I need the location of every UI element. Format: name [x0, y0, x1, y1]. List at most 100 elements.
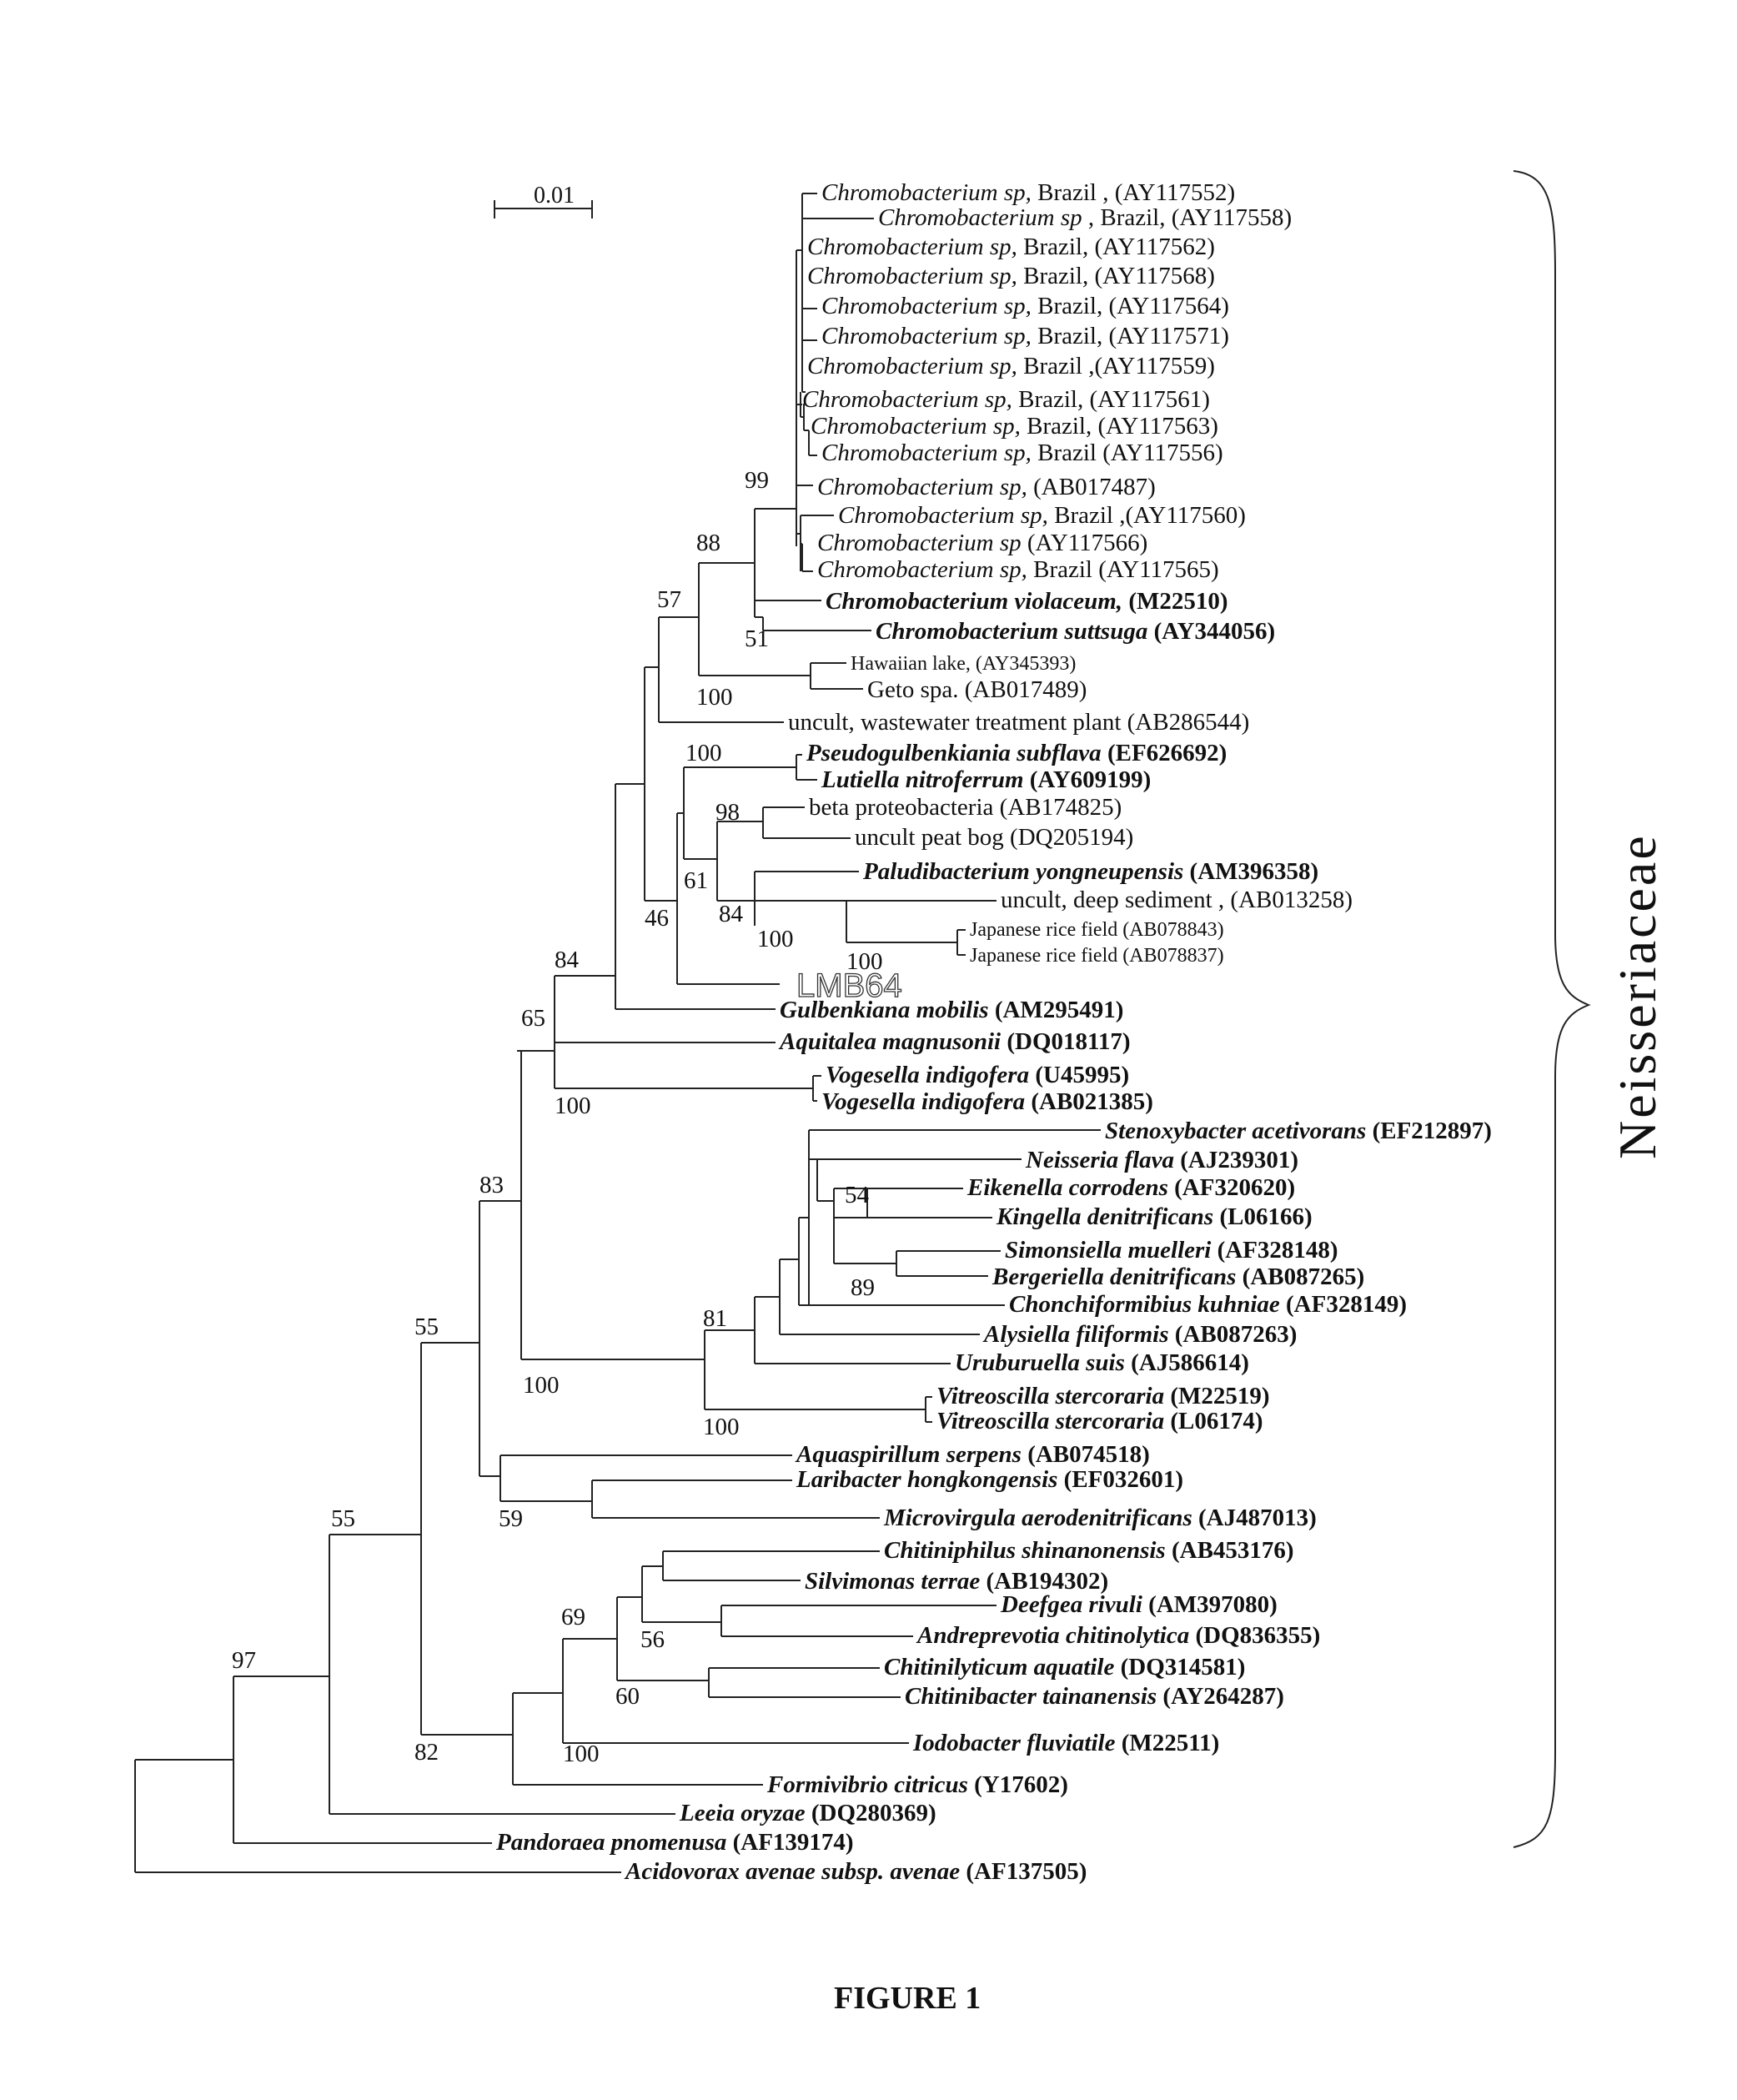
taxon-species-name: Vitreoscilla stercoraria — [936, 1383, 1170, 1409]
taxon-label: Leeia oryzae (DQ280369) — [679, 1800, 936, 1826]
taxon-label: Acidovorax avenae subsp. avenae (AF13750… — [624, 1858, 1087, 1885]
taxon-species-name: Silvimonas terrae — [805, 1568, 986, 1595]
taxon-label: Chromobacterium sp, Brazil, (AY117562) — [807, 234, 1215, 260]
taxon-label: Chromobacterium sp, Brazil ,(AY117560) — [838, 502, 1246, 529]
taxon-accession: uncult, deep sediment , (AB013258) — [1001, 887, 1353, 913]
bootstrap-label: 65 — [521, 1005, 545, 1032]
taxon-species-name: Laribacter hongkongensis — [796, 1466, 1064, 1493]
taxon-accession: Brazil, (AY117563) — [1027, 413, 1218, 440]
taxon-species-name: Aquaspirillum serpens — [795, 1441, 1027, 1468]
taxon-species-name: Pandoraea pnomenusa — [495, 1829, 733, 1856]
taxon-label: Chromobacterium sp, Brazil ,(AY117559) — [807, 353, 1215, 379]
bootstrap-label: 89 — [851, 1274, 875, 1301]
taxon-species-name: Chromobacterium sp, — [807, 263, 1023, 289]
taxon-species-name: Chromobacterium sp, — [817, 556, 1033, 583]
taxon-species-name: Chromobacterium sp, — [821, 293, 1037, 319]
taxon-accession: Brazil, (AY117564) — [1037, 293, 1229, 319]
taxon-accession: (U45995) — [1035, 1062, 1129, 1088]
bootstrap-label: 83 — [479, 1172, 504, 1198]
taxon-label: Chromobacterium sp, Brazil, (AY117563) — [811, 413, 1218, 440]
taxon-accession: Geto spa. (AB017489) — [867, 676, 1087, 703]
taxon-label: Chitinibacter tainanensis (AY264287) — [905, 1683, 1284, 1710]
taxon-label: Vogesella indigofera (U45995) — [826, 1062, 1129, 1088]
taxon-accession: beta proteobacteria (AB174825) — [809, 794, 1122, 821]
taxon-label: beta proteobacteria (AB174825) — [809, 794, 1122, 821]
taxon-accession: Japanese rice field (AB078837) — [970, 945, 1224, 967]
lmb64-label: LMB64 — [796, 967, 902, 1004]
bootstrap-label: 99 — [745, 467, 769, 494]
taxon-label: Eikenella corrodens (AF320620) — [966, 1174, 1295, 1201]
taxon-accession: (AF137505) — [966, 1858, 1087, 1885]
bootstrap-label: 97 — [232, 1647, 256, 1674]
taxon-accession: (AJ586614) — [1131, 1349, 1249, 1376]
taxon-label: Formivibrio citricus (Y17602) — [766, 1771, 1068, 1798]
taxon-species-name: Uruburuella suis — [955, 1349, 1131, 1376]
taxon-species-name: Aquitalea magnusonii — [778, 1028, 1007, 1055]
taxon-species-name: Chromobacterium sp — [878, 204, 1088, 231]
taxon-accession: (Y17602) — [974, 1771, 1068, 1798]
taxon-species-name: Microvirgula aerodenitrificans — [883, 1505, 1198, 1531]
taxon-accession: (M22510) — [1128, 588, 1227, 615]
taxon-species-name: Chromobacterium sp, — [821, 323, 1037, 349]
taxon-species-name: Chromobacterium sp, — [817, 474, 1033, 500]
taxon-accession: (AJ239301) — [1180, 1147, 1298, 1173]
family-label: Neisseriaceae — [1608, 833, 1667, 1159]
taxon-label: Pandoraea pnomenusa (AF139174) — [495, 1829, 854, 1856]
taxon-accession: Brazil ,(AY117559) — [1023, 353, 1215, 379]
taxon-species-name: Leeia oryzae — [679, 1800, 811, 1826]
taxon-label: Chromobacterium sp, Brazil , (AY117552) — [821, 179, 1235, 206]
taxon-label: Simonsiella muelleri (AF328148) — [1005, 1237, 1338, 1264]
taxon-label: Chromobacterium sp, (AB017487) — [817, 474, 1156, 500]
taxon-species-name: Vogesella indigofera — [821, 1088, 1031, 1115]
taxon-label: Chitiniphilus shinanonensis (AB453176) — [884, 1537, 1294, 1564]
taxon-label: Vitreoscilla stercoraria (L06174) — [936, 1408, 1263, 1434]
taxon-label: Japanese rice field (AB078843) — [970, 919, 1224, 941]
taxon-label: Andreprevotia chitinolytica (DQ836355) — [916, 1622, 1320, 1649]
taxon-label: Chonchiformibius kuhniae (AF328149) — [1009, 1291, 1407, 1318]
family-brace — [1514, 171, 1589, 1847]
taxon-label: Vogesella indigofera (AB021385) — [821, 1088, 1153, 1115]
bootstrap-label: 100 — [563, 1741, 600, 1767]
taxon-accession: (AF139174) — [733, 1829, 854, 1856]
taxon-species-name: Pseudogulbenkiania subflava — [806, 740, 1107, 766]
taxon-species-name: Chromobacterium suttsuga — [876, 618, 1154, 645]
taxon-accession: (AY609199) — [1030, 766, 1152, 793]
taxon-label: Chitinilyticum aquatile (DQ314581) — [884, 1654, 1245, 1681]
taxon-label: Stenoxybacter acetivorans (EF212897) — [1105, 1118, 1492, 1144]
taxon-species-name: Chitinibacter tainanensis — [905, 1683, 1162, 1710]
bootstrap-label: 46 — [645, 905, 669, 932]
taxon-species-name: Chromobacterium sp, — [802, 386, 1018, 413]
bootstrap-label: 69 — [561, 1604, 585, 1630]
taxon-label: Chromobacterium suttsuga (AY344056) — [876, 618, 1275, 645]
bootstrap-label: 98 — [715, 799, 740, 826]
taxon-label: Chromobacterium sp, Brazil (AY117565) — [817, 556, 1219, 583]
taxon-accession: (DQ314581) — [1121, 1654, 1246, 1681]
taxon-species-name: Vogesella indigofera — [826, 1062, 1035, 1088]
taxon-species-name: Andreprevotia chitinolytica — [916, 1622, 1196, 1649]
taxon-species-name: Chromobacterium sp, — [807, 353, 1023, 379]
taxon-label: Neisseria flava (AJ239301) — [1025, 1147, 1298, 1173]
taxon-accession: (M22519) — [1170, 1383, 1269, 1409]
taxon-accession: Brazil , (AY117552) — [1037, 179, 1235, 206]
taxon-accession: (AY264287) — [1162, 1683, 1284, 1710]
bootstrap-label: 61 — [684, 867, 708, 894]
taxon-species-name: Chonchiformibius kuhniae — [1009, 1291, 1286, 1318]
taxon-accession: Brazil, (AY117561) — [1018, 386, 1210, 413]
bootstrap-label: 60 — [615, 1683, 640, 1710]
taxon-label: uncult, deep sediment , (AB013258) — [1001, 887, 1353, 913]
taxon-label: Chromobacterium sp, Brazil, (AY117561) — [802, 386, 1210, 413]
bootstrap-label: 51 — [745, 625, 769, 652]
taxon-label: uncult, wastewater treatment plant (AB28… — [788, 709, 1249, 736]
taxon-species-name: Chromobacterium sp — [817, 530, 1027, 556]
taxon-accession: Brazil ,(AY117560) — [1054, 502, 1246, 529]
taxon-accession: uncult, wastewater treatment plant (AB28… — [788, 709, 1249, 736]
taxon-label: Chromobacterium sp, Brazil, (AY117571) — [821, 323, 1229, 349]
taxon-label: Bergeriella denitrificans (AB087265) — [991, 1264, 1364, 1290]
taxon-species-name: Lutiella nitroferrum — [821, 766, 1030, 793]
taxon-label: Paludibacterium yongneupensis (AM396358) — [862, 858, 1318, 885]
taxon-label: Lutiella nitroferrum (AY609199) — [821, 766, 1151, 793]
taxon-accession: Brazil, (AY117568) — [1023, 263, 1215, 289]
bootstrap-label: 57 — [657, 586, 681, 613]
bootstrap-label: 100 — [555, 1093, 591, 1119]
taxon-accession: Brazil (AY117565) — [1033, 556, 1219, 583]
